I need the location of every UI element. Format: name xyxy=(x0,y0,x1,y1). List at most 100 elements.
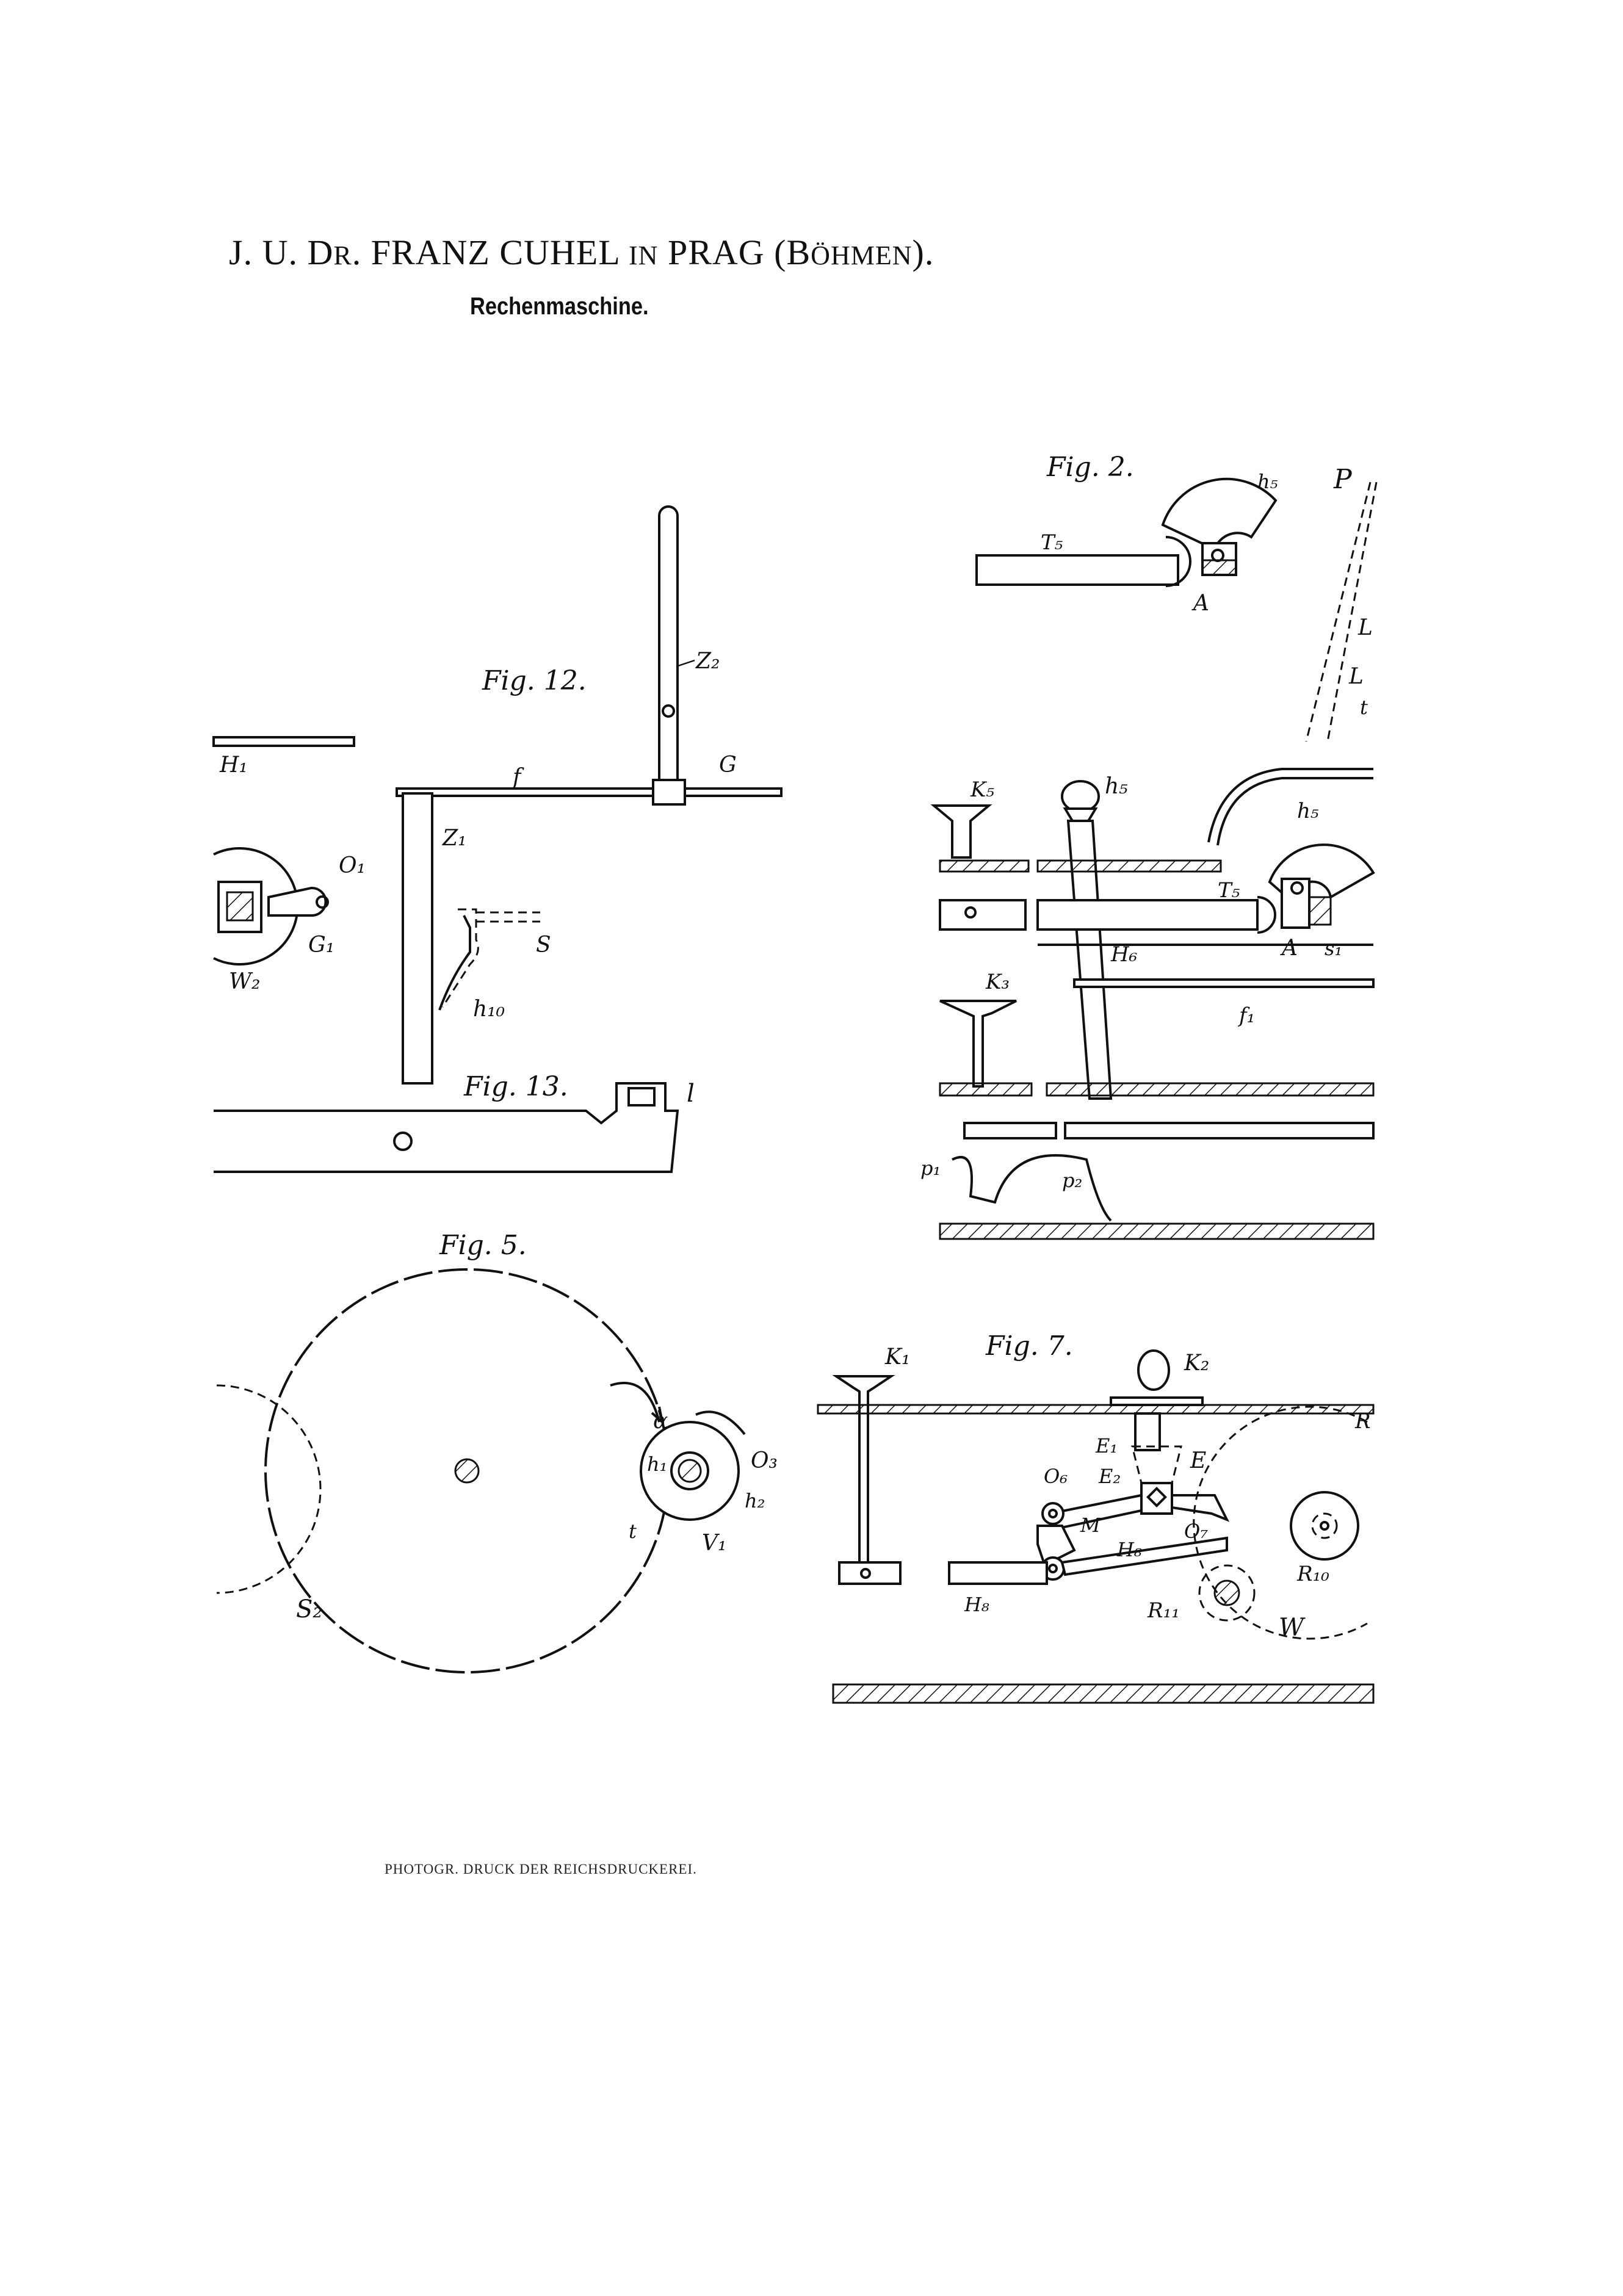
rod-h8-upper xyxy=(1060,1536,1228,1576)
label-h1-fig5: h₁ xyxy=(647,1453,667,1476)
housing-cover xyxy=(1207,768,1373,843)
label-s1: s₁ xyxy=(1325,937,1342,960)
label-p: P xyxy=(1333,464,1353,495)
key-t5 xyxy=(930,804,992,859)
label-h2: h₂ xyxy=(745,1489,765,1512)
base-plate xyxy=(939,1222,1375,1240)
adjacent-wheel-dashed xyxy=(216,1384,322,1594)
label-f1: f₁ xyxy=(1237,1003,1255,1028)
label-t5-top: T₅ xyxy=(1041,530,1063,555)
base-plate-fig7 xyxy=(832,1683,1375,1704)
label-v1: V₁ xyxy=(702,1531,726,1556)
label-g1: G₁ xyxy=(308,933,334,958)
label-h1: H₁ xyxy=(219,753,248,778)
label-h10: h₁₀ xyxy=(473,997,505,1022)
label-alpha: α xyxy=(653,1409,668,1434)
header-text-part3-small: ÖHMEN xyxy=(811,240,913,270)
header-text-part4: ). xyxy=(912,233,934,272)
fig7-caption: Fig. 7. xyxy=(985,1330,1073,1362)
label-o1: O₁ xyxy=(339,853,366,878)
header-text-part2: . FRANZ CUHEL xyxy=(352,233,629,272)
label-a-main: A xyxy=(1280,936,1298,961)
label-g: G xyxy=(719,753,737,778)
label-l1: L xyxy=(1357,615,1373,640)
fig5-caption: Fig. 5. xyxy=(439,1230,527,1261)
rod-f xyxy=(396,787,783,797)
label-t: t xyxy=(629,1520,637,1543)
label-z2: Z₂ xyxy=(695,649,720,674)
lever-g1 xyxy=(267,886,327,917)
label-p1: p₁ xyxy=(920,1157,941,1180)
header-text-part1-small: R xyxy=(333,240,352,270)
label-w2: W₂ xyxy=(229,969,260,994)
label-l: l xyxy=(687,1080,695,1108)
pinion-r11-shaft xyxy=(1213,1579,1240,1606)
top-plate-fig7 xyxy=(817,1404,1375,1415)
rod-h8-lower xyxy=(948,1561,1048,1585)
label-l2: L xyxy=(1348,664,1364,689)
label-o6: O₆ xyxy=(1044,1465,1068,1488)
header-text-part1: J. U. D xyxy=(229,233,334,272)
header-text-part3: PRAG (B xyxy=(658,233,811,272)
label-f: f xyxy=(511,765,524,790)
rod-f1 xyxy=(1073,978,1375,988)
label-r10: R₁₀ xyxy=(1296,1562,1329,1586)
figure-7: Fig. 7. K₁ K₂ E₁ E₂ E O₆ M O₇ xyxy=(817,1330,1375,1704)
label-t5: K₅ xyxy=(970,778,994,802)
pinion-r11 xyxy=(1198,1564,1256,1622)
figure-2: Fig. 2. T₅ h₅ A P L L t K₅ xyxy=(920,452,1378,1240)
middle-plate-right xyxy=(1046,1082,1375,1097)
label-h8-upper: H₈ xyxy=(1116,1538,1142,1561)
label-o7: O₇ xyxy=(1184,1520,1208,1543)
key-k5-stem xyxy=(1066,820,1113,1100)
patent-header: J. U. DR. FRANZ CUHEL IN PRAG (BÖHMEN). xyxy=(229,232,934,273)
sector-e-dashed xyxy=(1131,1445,1182,1484)
label-k1: K₁ xyxy=(884,1345,910,1370)
label-s: S xyxy=(536,933,551,958)
printer-imprint: PHOTOGR. DRUCK DER REICHSDRUCKEREI. xyxy=(385,1861,697,1877)
wheel-center-shaft xyxy=(454,1458,480,1484)
fig13-caption: Fig. 13. xyxy=(463,1071,568,1102)
frame-p-dashed xyxy=(1305,482,1372,742)
header-text-part2-small: IN xyxy=(629,240,659,270)
bar-z2 xyxy=(658,505,679,792)
pinion-shaft-o3 xyxy=(678,1459,702,1483)
label-s2: S₂ xyxy=(296,1595,322,1623)
top-plate-left xyxy=(939,859,1030,873)
key-k5-knob xyxy=(1061,780,1100,813)
block-g xyxy=(652,779,686,806)
label-w: W xyxy=(1279,1614,1306,1642)
label-h8-lower: H₈ xyxy=(964,1593,989,1616)
stop-s1 xyxy=(1308,896,1332,926)
label-z1: Z₁ xyxy=(442,826,466,851)
label-a-top: A xyxy=(1191,591,1209,616)
bar-z1 xyxy=(402,792,433,1085)
fig2-caption: Fig. 2. xyxy=(1046,452,1134,483)
wheel-r10 xyxy=(1290,1491,1359,1561)
label-e: E xyxy=(1190,1448,1206,1473)
label-k3: K₃ xyxy=(985,970,1010,994)
lever-t5-long xyxy=(1036,899,1259,931)
slide-bar-hole xyxy=(393,1132,413,1151)
wheel-r-dashed xyxy=(1193,1406,1368,1640)
lever-t5-lower xyxy=(939,899,1027,931)
label-k2: K₂ xyxy=(1184,1351,1209,1376)
invention-title: Rechenmaschine. xyxy=(470,293,649,320)
key-k3 xyxy=(939,1000,1017,1088)
key-lever-t5 xyxy=(975,554,1179,586)
figure-5: Fig. 5. α h₁ O₃ h₂ V₁ t S₂ xyxy=(216,1230,778,1673)
top-plate-right xyxy=(1036,859,1222,873)
label-h6: H₆ xyxy=(1110,942,1137,967)
key-k2-knob xyxy=(1137,1349,1170,1391)
label-r: R xyxy=(1354,1409,1371,1434)
hook-dashed xyxy=(441,908,479,1008)
bar-h1 xyxy=(212,736,355,747)
figure-12: Fig. 12. Z₂ f G Z₁ H₁ O₁ G₁ W₂ xyxy=(212,505,783,1085)
bar-z2-hole xyxy=(662,704,675,718)
label-e2: E₂ xyxy=(1098,1465,1121,1488)
figure-13: Fig. 13. l xyxy=(214,1071,695,1173)
spring-p xyxy=(952,1154,1112,1222)
middle-plate-left xyxy=(939,1082,1033,1097)
